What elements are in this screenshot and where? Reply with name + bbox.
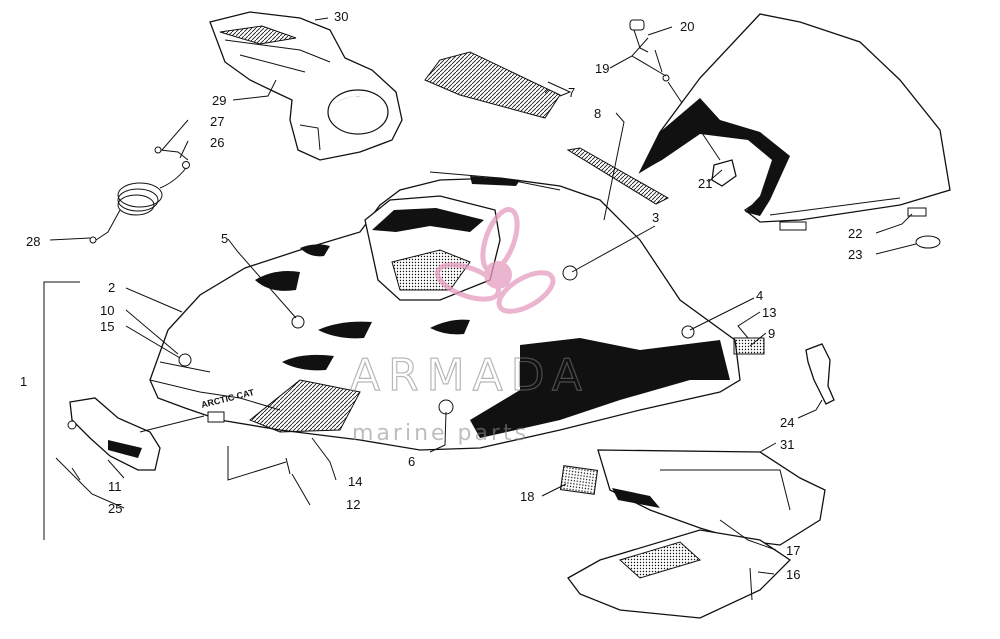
callout-1: 1	[20, 374, 27, 389]
callout-20: 20	[680, 19, 694, 34]
callout-13: 13	[762, 305, 776, 320]
plate-part	[559, 465, 599, 495]
storage-tray-part	[597, 449, 826, 546]
callout-10: 10	[100, 303, 114, 318]
callout-9: 9	[768, 326, 775, 341]
callout-27: 27	[210, 114, 224, 129]
callout-19: 19	[595, 61, 609, 76]
callout-6: 6	[408, 454, 415, 469]
callout-17: 17	[786, 543, 800, 558]
callout-11: 11	[108, 479, 122, 494]
callout-8: 8	[594, 106, 601, 121]
callout-26: 26	[210, 135, 224, 150]
callout-18: 18	[520, 489, 534, 504]
callout-14: 14	[348, 474, 362, 489]
callout-23: 23	[848, 247, 862, 262]
windshield-part	[638, 13, 951, 231]
tray-base-part	[567, 529, 792, 619]
callout-15: 15	[100, 319, 114, 334]
callout-labels: 30 29 27 26 28 7 8 19 20 21 22 23 3 5 2 …	[20, 9, 862, 582]
small-decal-part	[733, 337, 765, 355]
watermark: ARMADA marine parts	[349, 207, 590, 446]
callout-25: 25	[108, 501, 122, 516]
callout-24: 24	[780, 415, 794, 430]
watermark-brand: ARMADA	[350, 350, 590, 401]
callout-29: 29	[212, 93, 226, 108]
trim-strip-part	[566, 147, 670, 205]
callout-31: 31	[780, 437, 794, 452]
leader-lines	[43, 17, 917, 575]
callout-7: 7	[568, 85, 575, 100]
callout-22: 22	[848, 226, 862, 241]
fastener-part	[285, 457, 291, 475]
callout-21: 21	[698, 176, 712, 191]
callout-28: 28	[26, 234, 40, 249]
side-trim-part	[805, 343, 835, 405]
callout-5: 5	[221, 231, 228, 246]
callout-16: 16	[786, 567, 800, 582]
washer-part	[915, 235, 941, 249]
callout-12: 12	[346, 497, 360, 512]
air-intake-silencer-part	[209, 11, 403, 161]
cable-assembly-part	[89, 146, 190, 244]
callout-3: 3	[652, 210, 659, 225]
watermark-tagline: marine parts	[352, 421, 529, 446]
callout-30: 30	[334, 9, 348, 24]
dash-decal-part	[424, 51, 561, 119]
callout-2: 2	[108, 280, 115, 295]
propeller-logo-icon	[435, 207, 556, 314]
hood-body-part: ARCTIC CAT	[149, 171, 741, 451]
headlight-bezel-part	[67, 397, 161, 481]
callout-4: 4	[756, 288, 763, 303]
